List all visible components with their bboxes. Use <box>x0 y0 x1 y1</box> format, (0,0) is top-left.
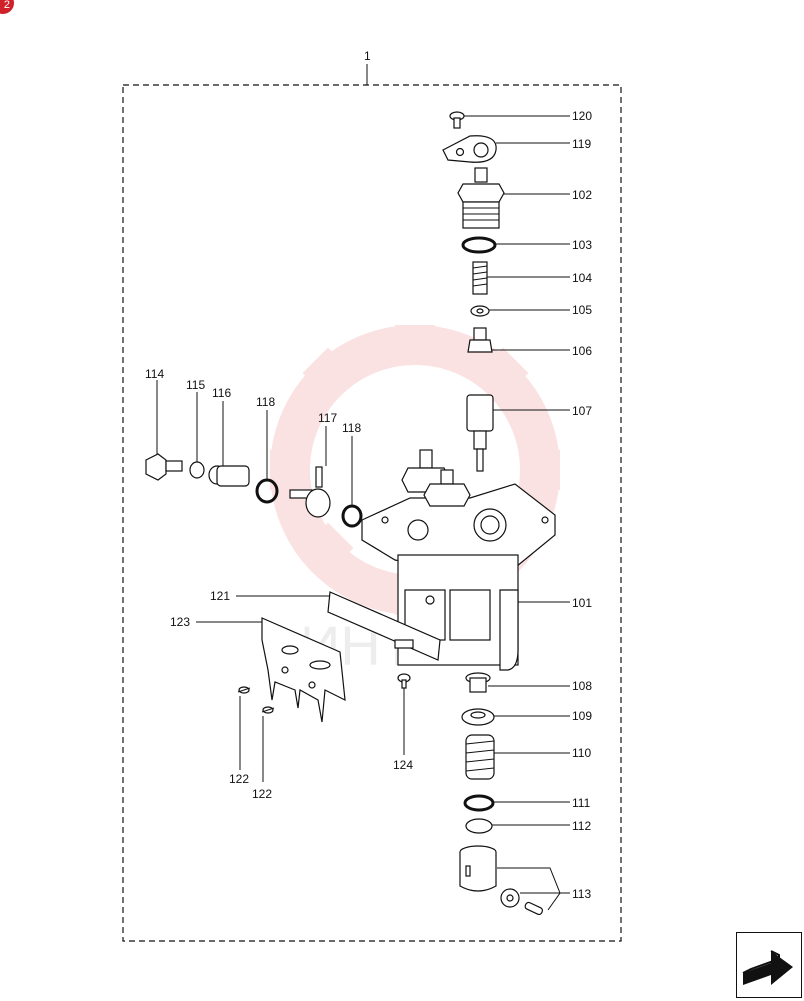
part-screw-122a <box>237 686 251 694</box>
part-spring-104 <box>472 261 488 295</box>
callout-104: 104 <box>572 271 592 285</box>
callout-122-a: 122 <box>229 772 249 786</box>
callout-116: 116 <box>212 386 231 400</box>
part-washer-115 <box>189 461 205 479</box>
callout-117: 117 <box>318 411 337 425</box>
part-gasket-118-right <box>341 504 363 528</box>
callout-109: 109 <box>572 709 592 723</box>
callout-112: 112 <box>572 819 591 833</box>
part-bolt-114 <box>145 453 183 481</box>
callout-121: 121 <box>210 589 230 603</box>
callout-105: 105 <box>572 303 592 317</box>
callout-111: 111 <box>572 796 591 810</box>
callout-103: 103 <box>572 238 592 252</box>
part-screw-120 <box>449 111 465 129</box>
part-pin-124 <box>397 673 411 689</box>
part-valve-106 <box>467 327 493 353</box>
arrow-icon <box>742 950 793 985</box>
part-banjo-117 <box>289 466 331 518</box>
callout-114: 114 <box>145 367 164 381</box>
callout-122-b: 122 <box>252 787 272 801</box>
part-screw-122b <box>261 706 275 714</box>
assembly-boundary <box>122 84 622 942</box>
part-collar-108 <box>465 672 491 693</box>
part-plunger-107 <box>466 394 494 472</box>
callout-102: 102 <box>572 188 592 202</box>
part-valve-holder-102 <box>457 167 505 229</box>
callout-124: 124 <box>393 758 413 772</box>
callout-110: 110 <box>572 746 591 760</box>
callout-107: 107 <box>572 404 592 418</box>
next-page-button[interactable] <box>736 932 802 998</box>
callout-115: 115 <box>186 378 205 392</box>
part-plate-123 <box>261 617 346 723</box>
part-shim-112 <box>465 818 493 834</box>
assembly-number: 1 <box>364 49 371 63</box>
callout-120: 120 <box>572 109 592 123</box>
part-plate-119 <box>442 135 497 163</box>
callout-108: 108 <box>572 679 592 693</box>
callout-101: 101 <box>572 596 592 610</box>
callout-118-right: 118 <box>342 421 361 435</box>
callout-119: 119 <box>572 137 591 151</box>
callout-113: 113 <box>572 887 591 901</box>
part-spring-110 <box>465 734 495 780</box>
part-seat-111 <box>463 794 495 812</box>
callout-123: 123 <box>170 615 190 629</box>
part-oring-103 <box>461 236 497 254</box>
callout-106: 106 <box>572 344 592 358</box>
part-rack-121 <box>327 591 441 661</box>
part-tappet-113 <box>459 845 544 916</box>
part-fitting-116 <box>208 465 250 487</box>
part-pump-body-101 <box>361 449 556 671</box>
callout-118-left: 118 <box>256 395 275 409</box>
page-badge: 2 <box>0 0 14 14</box>
